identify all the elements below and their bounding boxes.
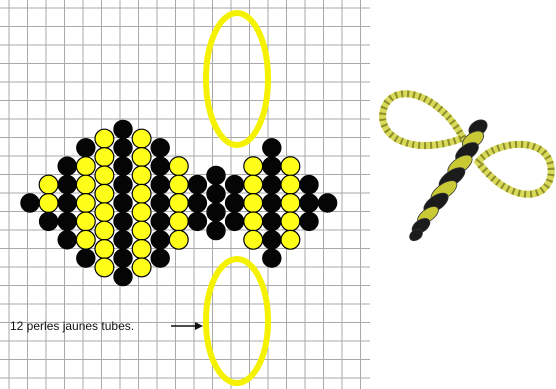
bead-yellow (169, 212, 188, 231)
bead-black (151, 230, 170, 249)
bead-black (262, 175, 281, 194)
bead-pattern-diagram: 12 perles jaunes tubes. (0, 0, 370, 389)
bead-yellow (132, 166, 151, 185)
bead-black (114, 249, 133, 268)
bead-black (21, 194, 40, 213)
bead-black (225, 212, 244, 231)
annotation-label: 12 perles jaunes tubes. (10, 319, 134, 333)
bead-yellow (76, 230, 95, 249)
bead-yellow (95, 184, 114, 203)
bead-yellow (95, 148, 114, 167)
bead-yellow (95, 240, 114, 259)
bead-black (58, 175, 77, 194)
bead-yellow (169, 157, 188, 176)
bead-black (262, 157, 281, 176)
bead-black (114, 157, 133, 176)
bead-black (151, 249, 170, 268)
bead-yellow (169, 194, 188, 213)
bead-black (188, 212, 207, 231)
bead-yellow (244, 175, 263, 194)
bead-black (151, 138, 170, 157)
bead-black (225, 175, 244, 194)
bead-yellow (132, 184, 151, 203)
beaded-bee-photo (370, 0, 556, 389)
right-wing-loop (478, 144, 551, 194)
bead-black (262, 194, 281, 213)
bead-yellow (95, 166, 114, 185)
bead-black (300, 212, 319, 231)
bead-black (207, 203, 226, 222)
bead-yellow (244, 230, 263, 249)
left-wing-loop (383, 94, 463, 146)
bead-yellow (95, 203, 114, 222)
bead-black (300, 175, 319, 194)
bead-black (300, 194, 319, 213)
bead-black (188, 175, 207, 194)
bead-yellow (39, 194, 58, 213)
bead-black (114, 194, 133, 213)
bead-black (262, 230, 281, 249)
bead-black (114, 120, 133, 139)
bead-yellow (76, 157, 95, 176)
bead-black (262, 138, 281, 157)
bead-black (151, 194, 170, 213)
bead-black (188, 194, 207, 213)
bead-black (207, 184, 226, 203)
bead-black (114, 267, 133, 286)
bead-black (151, 212, 170, 231)
bead-yellow (95, 258, 114, 277)
bead-black (58, 157, 77, 176)
bead-yellow (132, 203, 151, 222)
bead-yellow (95, 221, 114, 240)
bead-yellow (132, 221, 151, 240)
bead-yellow (76, 194, 95, 213)
bead-yellow (132, 240, 151, 259)
bead-yellow (95, 129, 114, 148)
bead-black (76, 249, 95, 268)
bead-yellow (132, 258, 151, 277)
bead-black (114, 175, 133, 194)
bead-black (151, 157, 170, 176)
bead-black (58, 230, 77, 249)
bead-yellow (281, 230, 300, 249)
bead-yellow (281, 157, 300, 176)
bead-yellow (169, 175, 188, 194)
bead-yellow (132, 129, 151, 148)
bead-black (114, 230, 133, 249)
bead-black (58, 212, 77, 231)
bead-black (207, 221, 226, 240)
bead-black (151, 175, 170, 194)
bead-yellow (132, 148, 151, 167)
bead-yellow (244, 157, 263, 176)
bead-yellow (76, 175, 95, 194)
bead-black (318, 194, 337, 213)
bee-body (407, 117, 490, 244)
bead-yellow (244, 194, 263, 213)
bead-black (39, 212, 58, 231)
bead-yellow (39, 175, 58, 194)
bead-black (114, 212, 133, 231)
bead-black (114, 138, 133, 157)
bead-yellow (244, 212, 263, 231)
bead-black (225, 194, 244, 213)
bead-yellow (76, 212, 95, 231)
bead-yellow (281, 194, 300, 213)
bead-black (262, 212, 281, 231)
bead-black (58, 194, 77, 213)
bead-yellow (281, 175, 300, 194)
bead-black (76, 138, 95, 157)
bead-yellow (169, 230, 188, 249)
bead-black (207, 166, 226, 185)
bead-yellow (281, 212, 300, 231)
bead-black (262, 249, 281, 268)
